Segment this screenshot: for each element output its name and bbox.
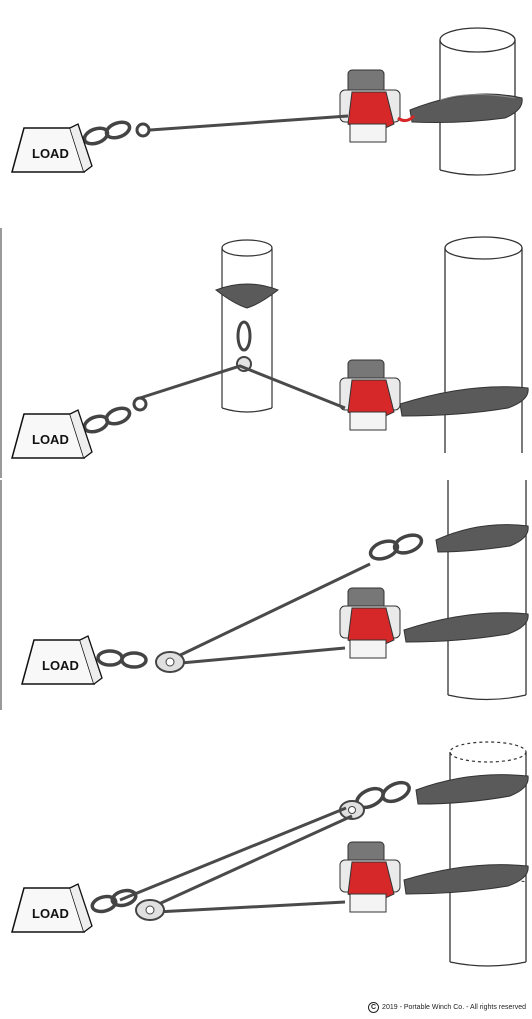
pulley-block: [156, 652, 184, 672]
winch-rope: [156, 902, 345, 912]
copyright-icon: C: [368, 1002, 379, 1013]
copyright-notice: C 2019 - Portable Winch Co. - All rights…: [368, 1002, 526, 1013]
copyright-text: 2019 - Portable Winch Co. - All rights r…: [382, 1004, 526, 1011]
winch: [340, 842, 400, 912]
small-tree: [216, 240, 278, 412]
upper-rope-b: [150, 816, 352, 908]
lower-tree-sling: [404, 865, 528, 894]
diagram-panel-double-pulley: LOAD: [0, 712, 532, 1002]
load-block: LOAD: [12, 884, 92, 932]
upper-rope-a: [120, 808, 346, 900]
lower-tree-sling: [404, 613, 528, 642]
diagram-panel-pulley: LOAD: [0, 480, 532, 710]
winch: [340, 360, 400, 430]
load-label: LOAD: [32, 146, 69, 161]
winch: [340, 70, 414, 142]
tree-sling: [410, 94, 522, 123]
tree-trunk: [445, 237, 522, 453]
tree-trunk: [448, 480, 526, 700]
winch: [340, 588, 400, 658]
rigging-links: [82, 119, 149, 146]
tree-sling: [400, 387, 528, 416]
load-label: LOAD: [42, 658, 79, 673]
load-label: LOAD: [32, 906, 69, 921]
upper-anchor-links: [368, 532, 424, 563]
upper-tree-sling: [436, 525, 528, 552]
rigging-links: [98, 651, 146, 667]
load-block: LOAD: [22, 636, 102, 684]
lower-pulley-block: [136, 900, 164, 920]
rigging-links: [82, 398, 146, 435]
winch-rope: [150, 116, 348, 130]
winch-rope: [140, 366, 345, 408]
rigging-links: [91, 888, 138, 914]
load-label: LOAD: [32, 432, 69, 447]
load-block: LOAD: [12, 124, 92, 172]
diagram-panel-redirect: LOAD: [0, 228, 532, 478]
load-block: LOAD: [12, 410, 92, 458]
winch-rope: [170, 648, 345, 664]
diagram-panel-direct-pull: LOAD: [0, 0, 532, 226]
upper-tree-sling: [416, 775, 528, 804]
